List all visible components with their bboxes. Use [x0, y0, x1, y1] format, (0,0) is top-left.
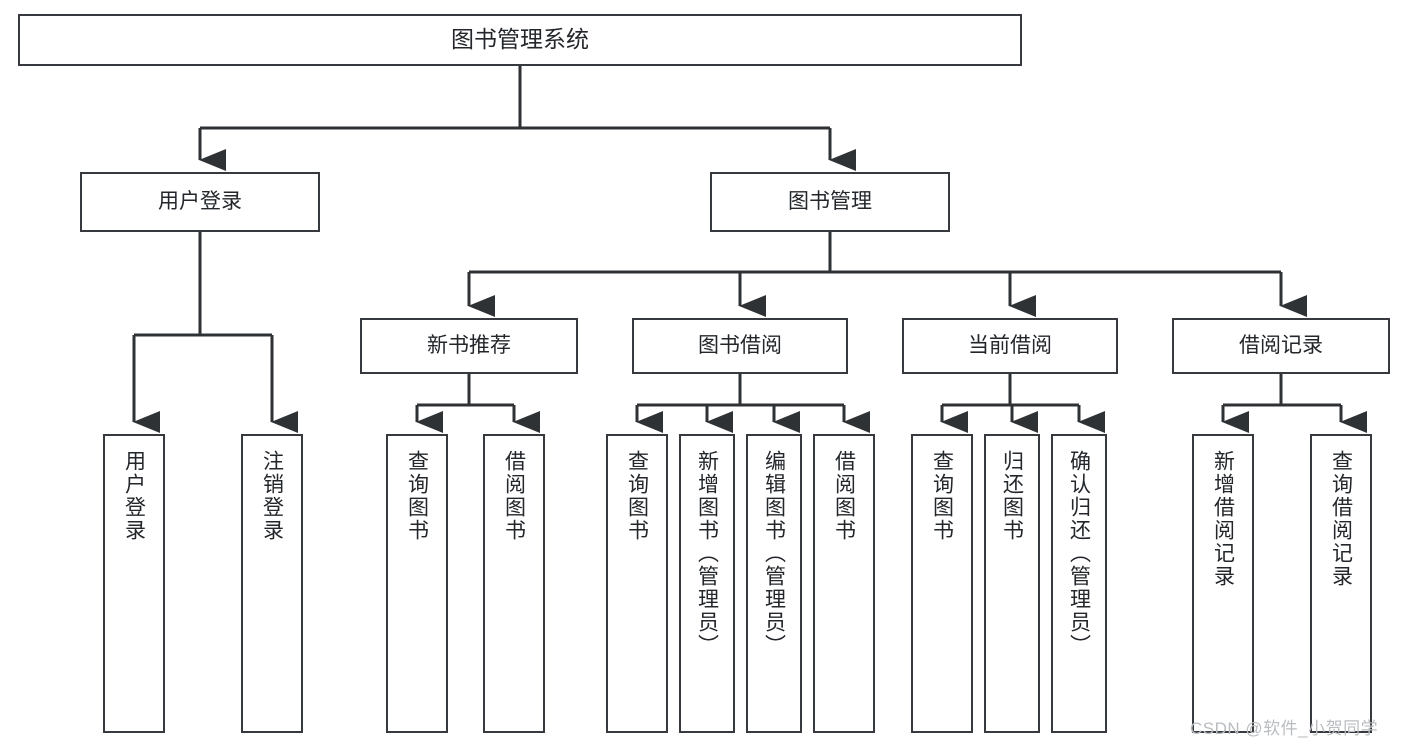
node-leaf-query-book-borrow[interactable]: 查询图书	[606, 434, 668, 733]
node-book-borrow[interactable]: 图书借阅	[632, 318, 848, 374]
node-leaf-logout[interactable]: 注销登录	[241, 434, 303, 733]
node-new-book-recommend-label: 新书推荐	[427, 334, 511, 358]
node-leaf-label: 确认归还（管理员）	[1067, 450, 1091, 657]
node-book-management[interactable]: 图书管理	[710, 172, 950, 232]
node-leaf-query-borrow-record[interactable]: 查询借阅记录	[1310, 434, 1372, 733]
node-book-borrow-label: 图书借阅	[698, 334, 782, 358]
node-leaf-label: 新增借阅记录	[1211, 450, 1235, 588]
node-leaf-label: 编辑图书（管理员）	[762, 450, 786, 657]
node-leaf-label: 借阅图书	[502, 450, 526, 542]
node-leaf-label: 用户登录	[122, 450, 146, 542]
node-leaf-add-borrow-record[interactable]: 新增借阅记录	[1192, 434, 1254, 733]
node-leaf-edit-book-admin[interactable]: 编辑图书（管理员）	[746, 434, 802, 733]
node-current-borrow-label: 当前借阅	[968, 334, 1052, 358]
node-leaf-confirm-return-admin[interactable]: 确认归还（管理员）	[1051, 434, 1107, 733]
node-leaf-label: 查询图书	[625, 450, 649, 542]
node-leaf-add-book-admin[interactable]: 新增图书（管理员）	[679, 434, 735, 733]
node-borrow-record[interactable]: 借阅记录	[1172, 318, 1390, 374]
node-root[interactable]: 图书管理系统	[18, 14, 1022, 66]
watermark: CSDN @软件_小贺同学	[1190, 719, 1379, 738]
node-leaf-borrow-book-newbook[interactable]: 借阅图书	[483, 434, 545, 733]
node-root-label: 图书管理系统	[451, 26, 589, 53]
node-leaf-label: 新增图书（管理员）	[695, 450, 719, 657]
node-leaf-label: 借阅图书	[832, 450, 856, 542]
node-new-book-recommend[interactable]: 新书推荐	[360, 318, 578, 374]
node-leaf-label: 查询借阅记录	[1329, 450, 1353, 588]
node-book-management-label: 图书管理	[788, 190, 872, 214]
node-current-borrow[interactable]: 当前借阅	[902, 318, 1118, 374]
node-user-login-label: 用户登录	[158, 190, 242, 214]
node-leaf-query-book-current[interactable]: 查询图书	[911, 434, 973, 733]
node-leaf-label: 注销登录	[260, 450, 284, 542]
node-leaf-label: 查询图书	[930, 450, 954, 542]
node-user-login[interactable]: 用户登录	[80, 172, 320, 232]
node-leaf-user-login[interactable]: 用户登录	[103, 434, 165, 733]
node-leaf-borrow-book[interactable]: 借阅图书	[813, 434, 875, 733]
node-borrow-record-label: 借阅记录	[1239, 334, 1323, 358]
node-leaf-label: 查询图书	[405, 450, 429, 542]
node-leaf-query-book-newbook[interactable]: 查询图书	[386, 434, 448, 733]
node-leaf-return-book[interactable]: 归还图书	[984, 434, 1040, 733]
node-leaf-label: 归还图书	[1000, 450, 1024, 542]
